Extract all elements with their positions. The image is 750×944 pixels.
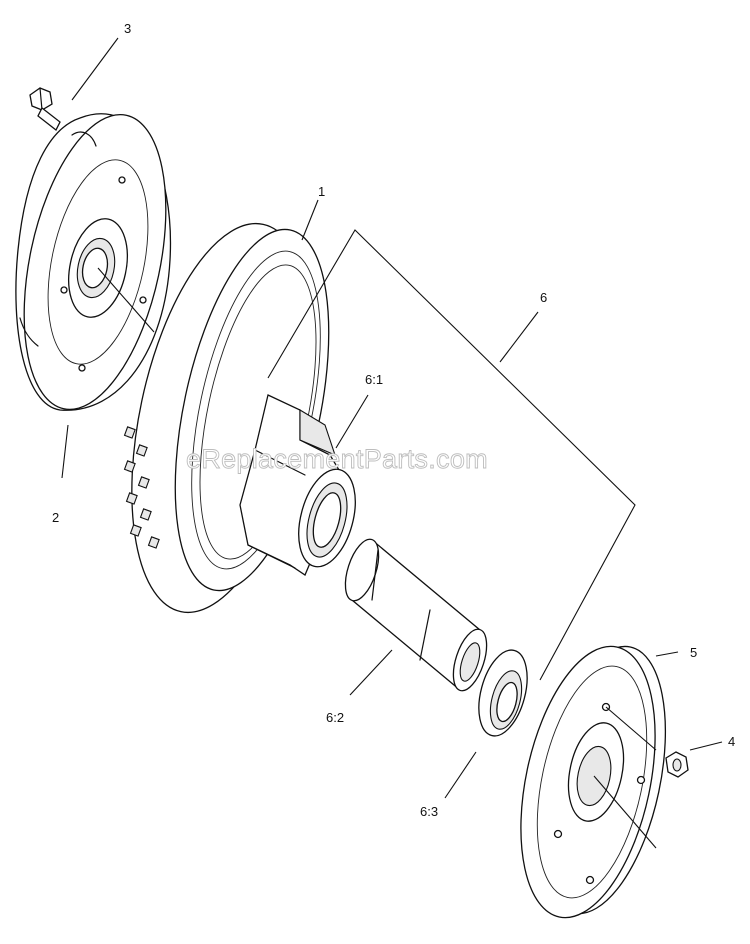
callout-6-3: 6:3: [420, 804, 438, 819]
callout-labels: 3 2 1 6 6:1 6:2 6:3 5 4: [52, 21, 735, 819]
callout-6: 6: [540, 290, 547, 305]
callout-2: 2: [52, 510, 59, 525]
nut-part: [665, 751, 689, 778]
tread-pattern: [123, 426, 160, 549]
bearing-part: [478, 649, 528, 737]
callout-1: 1: [318, 184, 325, 199]
left-hub-part: [15, 113, 172, 411]
callout-3: 3: [124, 21, 131, 36]
right-hub-part: [520, 645, 667, 919]
callout-5: 5: [690, 645, 697, 660]
spacer-tube-part: [344, 538, 488, 692]
center-hub-part: [239, 394, 356, 576]
callout-6-2: 6:2: [326, 710, 344, 725]
leader-lines: [61, 37, 723, 799]
callout-6-1: 6:1: [365, 372, 383, 387]
bolt-part: [29, 87, 61, 131]
assembly-6-bracket: [267, 229, 636, 681]
watermark-text: eReplacementParts.com: [186, 444, 488, 474]
callout-4: 4: [728, 734, 735, 749]
